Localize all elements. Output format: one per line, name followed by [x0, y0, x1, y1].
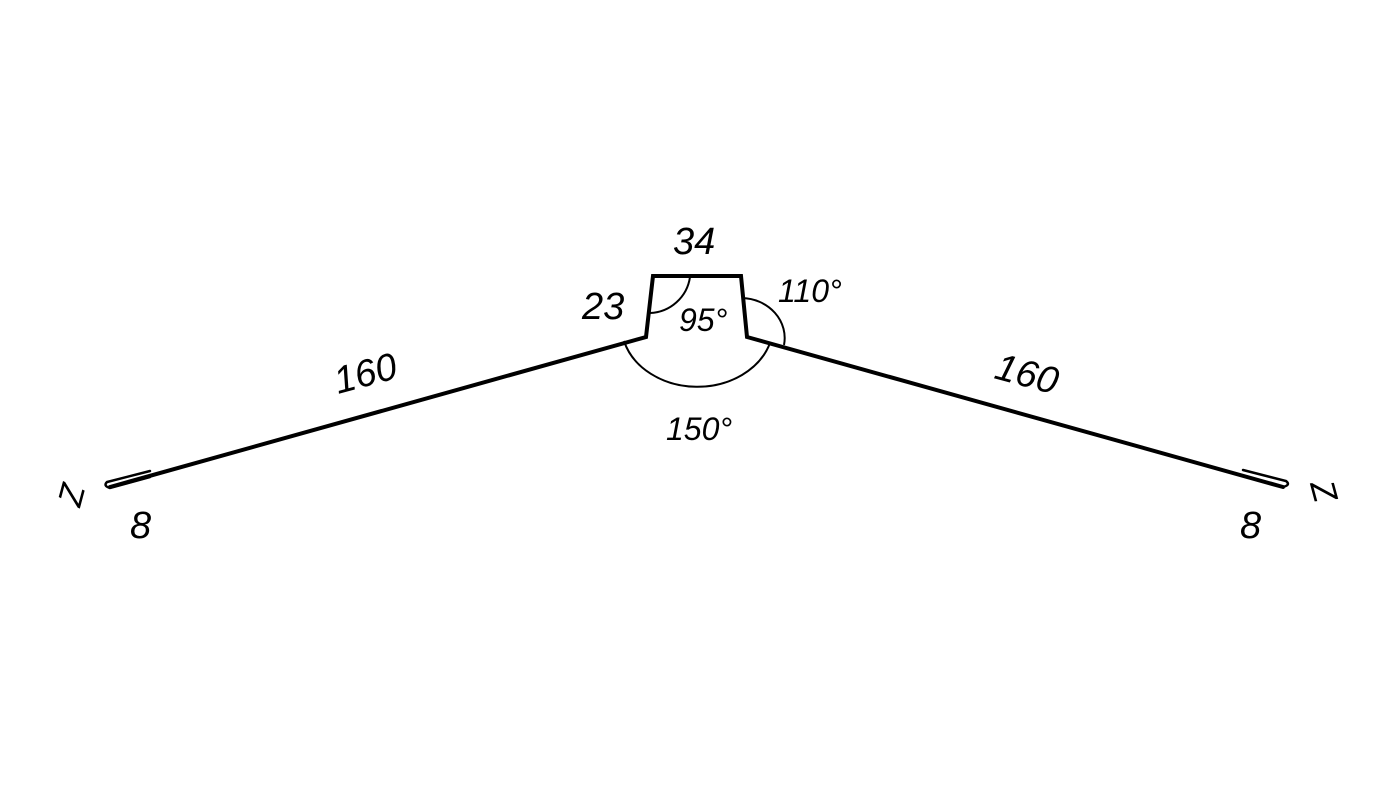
- angle-arc-110: [741, 297, 786, 346]
- label-angle-95: 95°: [679, 302, 728, 338]
- label-left-hem: 8: [130, 505, 151, 547]
- label-left-arm: 160: [329, 346, 401, 403]
- label-angle-150: 150°: [666, 411, 732, 447]
- label-left-flank: 23: [581, 286, 624, 328]
- label-right-arm: 160: [991, 346, 1063, 403]
- profile-line: [108, 274, 1285, 489]
- label-left-hem-mark: Z: [51, 479, 94, 511]
- left-hem: [104, 469, 152, 490]
- right-hem: [1241, 468, 1290, 489]
- label-right-hem: 8: [1240, 505, 1261, 547]
- angle-arc-95: [649, 276, 691, 314]
- label-angle-110: 110°: [778, 273, 842, 309]
- label-right-hem-mark: Z: [1302, 475, 1345, 507]
- angle-arc-150: [623, 340, 771, 388]
- label-top-length: 34: [673, 221, 715, 263]
